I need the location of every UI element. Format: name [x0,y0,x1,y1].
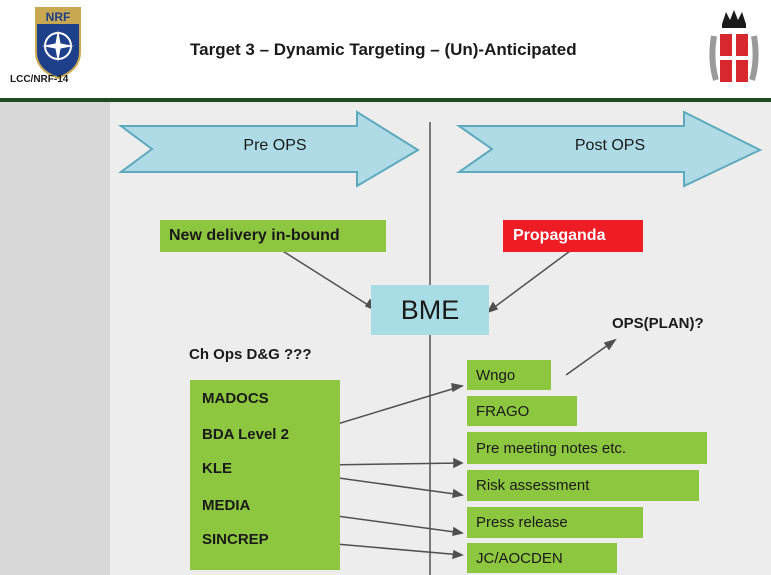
new-delivery-box: New delivery in-bound [160,220,386,252]
chops-item-sincrep: SINCREP [202,531,269,548]
chops-list-box [190,380,340,570]
output-pre-meeting-notes: Pre meeting notes etc. [467,432,707,464]
output-press-release: Press release [467,507,643,538]
left-margin-panel [0,102,110,575]
header-divider [0,98,771,102]
output-risk-assessment: Risk assessment [467,470,699,501]
pre-ops-arrow [117,110,420,188]
nrf-logo-label: NRF [46,10,71,24]
royal-crest-icon [709,10,759,82]
chops-label: Ch Ops D&G ??? [189,346,312,363]
output-jcaocden: JC/AOCDEN [467,543,617,573]
chops-item-bda: BDA Level 2 [202,426,289,443]
chops-item-madocs: MADOCS [202,390,269,407]
post-ops-label: Post OPS [574,137,646,154]
nrf-logo-caption: LCC/NRF-14 [10,74,69,85]
output-wngo: Wngo [467,360,551,390]
output-frago: FRAGO [467,396,577,426]
chops-item-kle: KLE [202,460,232,477]
bme-box: BME [371,285,489,335]
post-ops-arrow [455,110,763,188]
nrf-shield-icon: NRF [35,7,81,80]
ops-plan-label: OPS(PLAN)? [612,315,704,332]
pre-ops-label: Pre OPS [243,137,307,154]
slide-title: Target 3 – Dynamic Targeting – (Un)-Anti… [190,40,577,59]
chops-item-media: MEDIA [202,497,251,514]
slide-header: NRF LCC/NRF-14 Target 3 – Dynamic Target… [0,0,771,98]
propaganda-box: Propaganda [503,220,643,252]
